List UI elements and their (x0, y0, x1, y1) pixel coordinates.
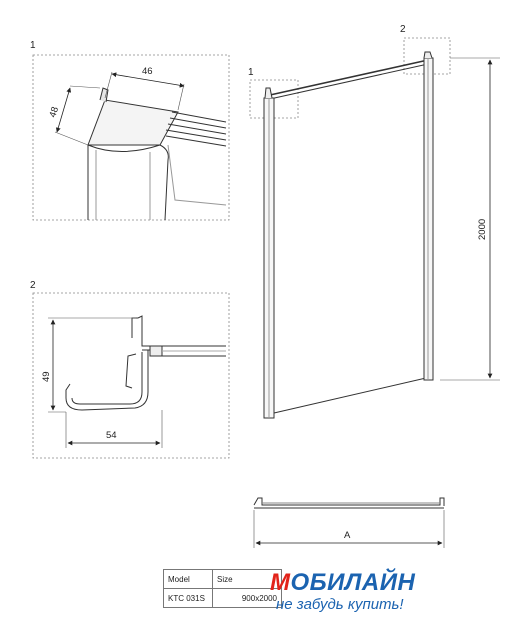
detail2-width-value: 54 (106, 430, 117, 441)
spec-table-header-row: Model Size (163, 569, 282, 589)
plan-view (253, 497, 445, 509)
detail2-label: 2 (30, 280, 36, 291)
logo-rest: ОБИЛАЙН (290, 569, 416, 596)
logo-first-letter: М (270, 569, 291, 596)
detail2-dimension-height: 49 (41, 317, 136, 413)
shower-panel (263, 51, 434, 419)
detail1-height-value: 48 (47, 105, 61, 118)
detail1-dimension-width: 46 (104, 66, 185, 111)
logo-tagline: не забудь купить! (276, 596, 404, 613)
main-dimension-height: 2000 (440, 57, 500, 381)
spec-size-value: 900x2000 (212, 588, 282, 608)
detail2-profile (65, 315, 226, 411)
main-height-value: 2000 (477, 219, 488, 240)
detail1-frame (32, 54, 230, 221)
plan-width-value: A (344, 530, 351, 541)
brand-logo: МОБИЛАЙН не забудь купить! (270, 570, 445, 614)
callout-label-2: 2 (400, 24, 406, 35)
spec-header-model: Model (163, 569, 213, 589)
callout-label-1: 1 (248, 67, 254, 78)
detail1-label: 1 (30, 40, 36, 51)
detail1-width-value: 46 (142, 66, 153, 77)
detail1-dimension-height: 48 (47, 85, 101, 146)
detail2-dimension-width: 54 (65, 410, 163, 448)
detail1-profile (87, 87, 227, 221)
spec-model-value: KTC 031S (163, 588, 213, 608)
detail2-height-value: 49 (41, 371, 52, 382)
spec-table: Model Size KTC 031S 900x2000 (163, 569, 282, 608)
spec-table-row: KTC 031S 900x2000 (163, 588, 282, 608)
logo-wordmark: МОБИЛАЙН (270, 570, 445, 596)
plan-dimension-width: A (253, 510, 445, 548)
detail2-frame (32, 292, 230, 459)
